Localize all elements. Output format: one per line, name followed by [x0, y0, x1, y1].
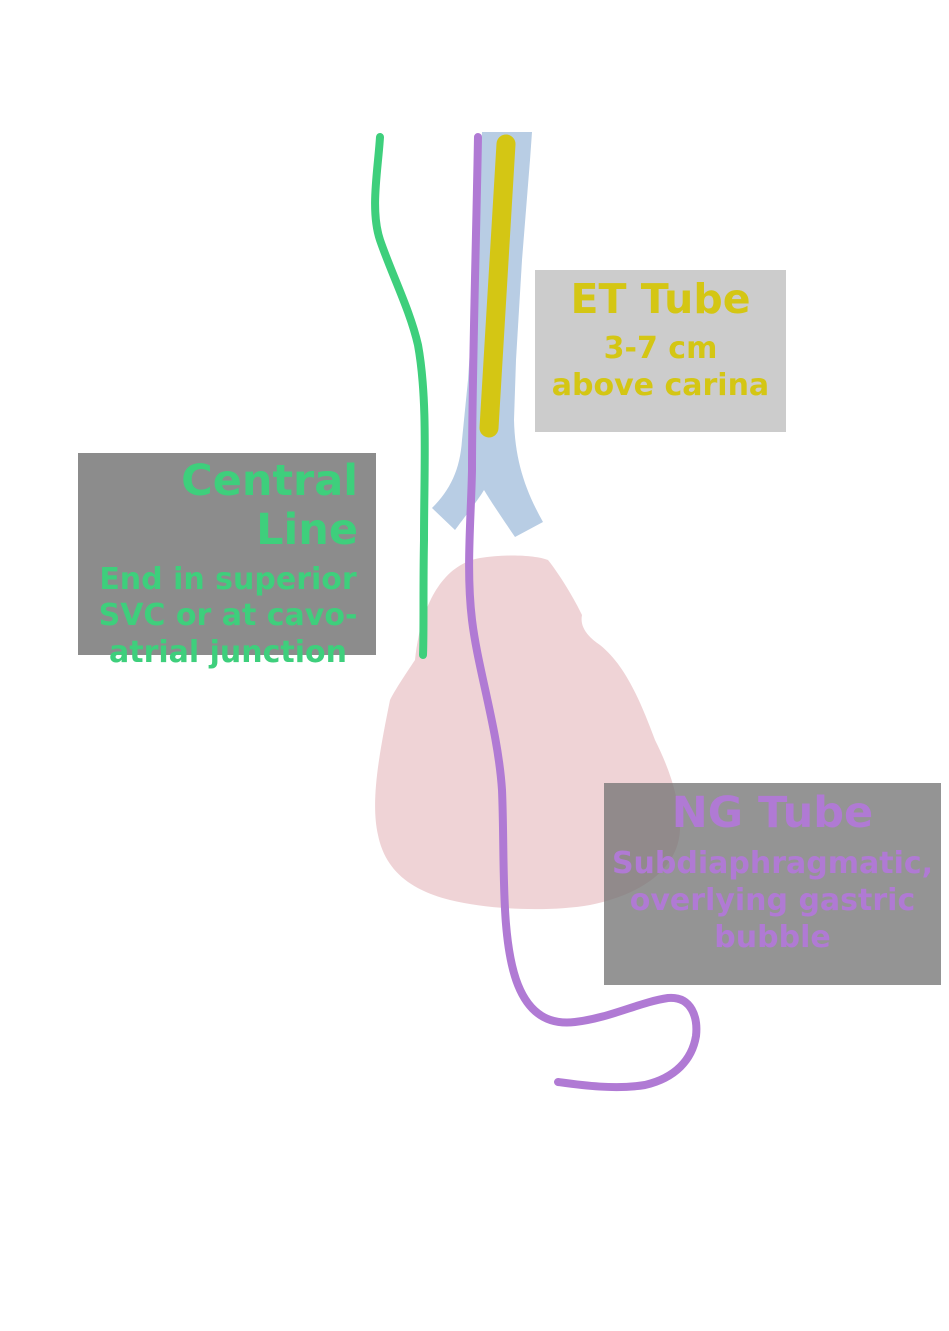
- central-line-label-box: Central Line End in superior SVC or at c…: [78, 453, 376, 670]
- et-tube-desc-line-2: above carina: [551, 367, 770, 403]
- et-tube-label-box: ET Tube 3-7 cm above carina: [535, 270, 786, 432]
- ng-tube-path: [465, 133, 701, 1092]
- et-tube-title: ET Tube: [570, 275, 751, 323]
- et-tube-path: [479, 134, 516, 438]
- ng-tube-desc-line-1: Subdiaphragmatic,: [611, 846, 934, 882]
- heart-shape: [375, 555, 680, 910]
- central-line-desc-line-3: atrial junction: [108, 635, 347, 671]
- central-line-desc-line-2: SVC or at cavo-: [98, 598, 358, 634]
- central-line-path: [371, 133, 429, 659]
- central-line-title: Central Line: [181, 456, 358, 556]
- ng-tube-label-box: NG Tube Subdiaphragmatic, overlying gast…: [604, 783, 941, 985]
- ng-tube-desc-line-3: bubble: [714, 919, 831, 955]
- et-tube-desc-line-1: 3-7 cm: [603, 331, 718, 367]
- ng-tube-desc-line-2: overlying gastric: [629, 883, 916, 919]
- central-line-desc-line-1: End in superior: [99, 561, 357, 597]
- ng-tube-title: NG Tube: [671, 788, 874, 838]
